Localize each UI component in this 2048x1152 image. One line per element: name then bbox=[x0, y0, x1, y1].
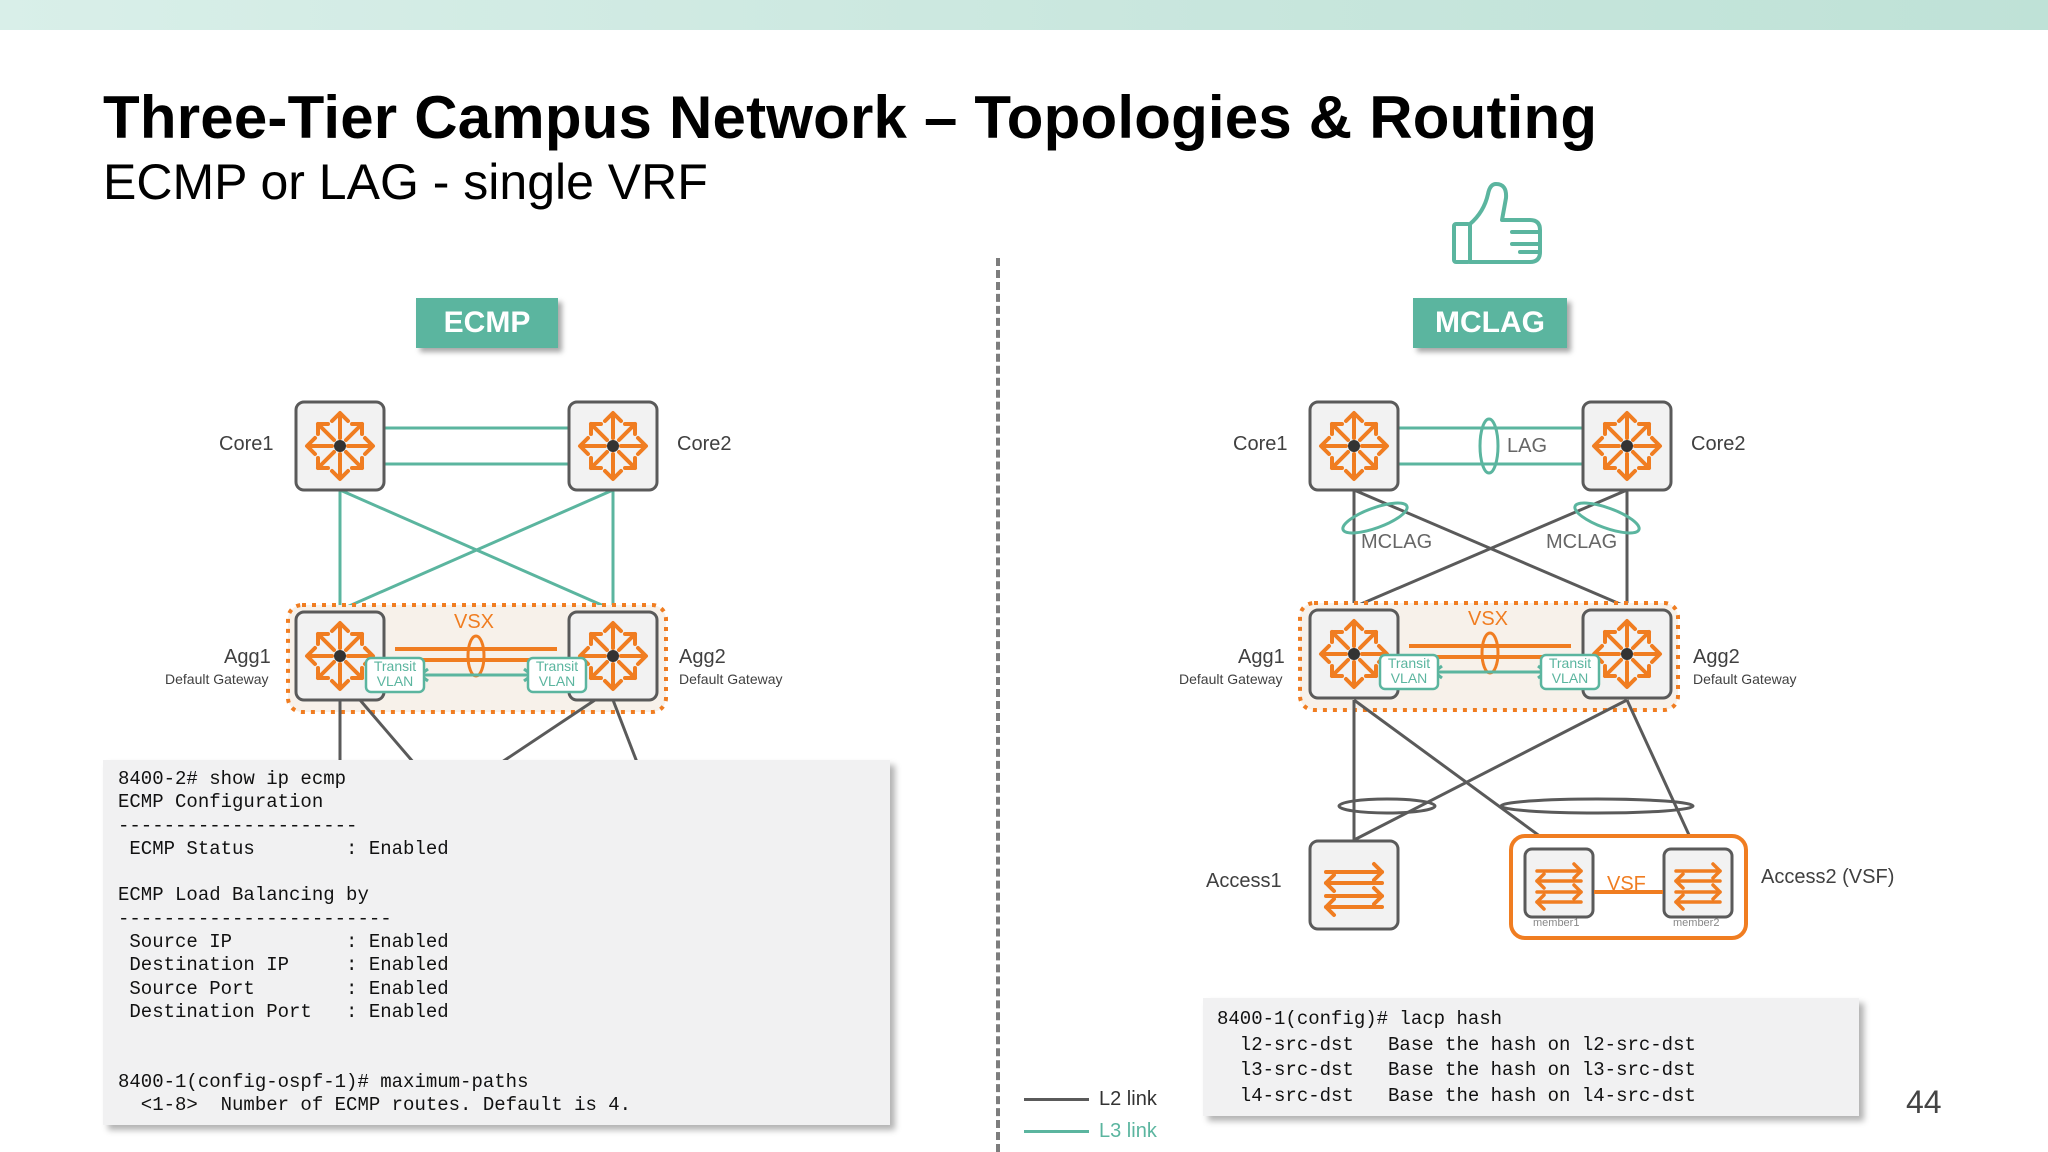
core2-router-icon bbox=[1581, 400, 1673, 492]
mclag-agg1-gateway-label: Default Gateway bbox=[1179, 671, 1283, 687]
mclag-agg1-label: Agg1 bbox=[1238, 646, 1285, 668]
vlan-label: VLAN bbox=[1551, 670, 1589, 686]
ecmp-agg1-label: Agg1 bbox=[224, 646, 271, 668]
core1-router-icon bbox=[1308, 400, 1400, 492]
cli-line: Destination Port : Enabled bbox=[118, 1000, 449, 1023]
cli-line: <1-8> Number of ECMP routes. Default is … bbox=[118, 1094, 632, 1117]
mclag-label-right: MCLAG bbox=[1546, 531, 1618, 553]
vlan-label: VLAN bbox=[1390, 670, 1428, 686]
legend-l3: L3 link bbox=[1024, 1120, 1157, 1143]
ecmp-vsx-label: VSX bbox=[454, 611, 495, 633]
access2-member2-switch-icon bbox=[1662, 847, 1734, 919]
member1-label: member1 bbox=[1533, 917, 1580, 929]
top-accent-bar bbox=[0, 0, 2048, 30]
cli-line: Destination IP : Enabled bbox=[118, 954, 449, 977]
vlan-label: VLAN bbox=[376, 673, 414, 689]
lacp-cli-output: 8400-1(config)# lacp hash l2-src-dst Bas… bbox=[1203, 998, 1859, 1116]
slide-subtitle: ECMP or LAG - single VRF bbox=[103, 154, 708, 210]
legend-l3-label: L3 link bbox=[1099, 1120, 1157, 1142]
cli-line bbox=[118, 1048, 890, 1071]
transit-label: Transit bbox=[535, 658, 579, 674]
cli-line: ECMP Load Balancing by bbox=[118, 884, 369, 907]
cli-line: l3-src-dst Base the hash on l3-src-dst bbox=[1217, 1059, 1696, 1081]
section-divider bbox=[996, 258, 1000, 1152]
cli-line: ECMP Status : Enabled bbox=[118, 837, 449, 860]
cli-line: 8400-2# show ip ecmp bbox=[118, 768, 347, 790]
member2-label: member2 bbox=[1673, 917, 1720, 929]
transit-label: Transit bbox=[1548, 655, 1592, 671]
core2-router-icon bbox=[567, 400, 659, 492]
ecmp-diagram bbox=[286, 400, 668, 772]
vlan-label: VLAN bbox=[538, 673, 576, 689]
mclag-agg2-gateway-label: Default Gateway bbox=[1693, 671, 1797, 687]
mclag-diagram bbox=[1298, 400, 1748, 940]
legend-l2: L2 link bbox=[1024, 1088, 1157, 1111]
cli-line: Source IP : Enabled bbox=[118, 931, 449, 954]
cli-line: ECMP Configuration bbox=[118, 791, 324, 814]
mclag-agg2-label: Agg2 bbox=[1693, 646, 1740, 668]
legend-l2-label: L2 link bbox=[1099, 1088, 1157, 1110]
access1-switch-icon bbox=[1308, 839, 1400, 931]
core1-router-icon bbox=[294, 400, 386, 492]
cli-line: ------------------------ bbox=[118, 907, 392, 930]
page-number: 44 bbox=[1906, 1084, 1942, 1120]
transit-label: Transit bbox=[1387, 655, 1431, 671]
ecmp-core1-label: Core1 bbox=[219, 433, 274, 455]
cli-line: 8400-1(config)# lacp hash bbox=[1217, 1008, 1503, 1030]
transit-label: Transit bbox=[373, 658, 417, 674]
l2-swatch bbox=[1024, 1098, 1089, 1101]
access2-label: Access2 (VSF) bbox=[1761, 866, 1895, 888]
mclag-label-left: MCLAG bbox=[1361, 531, 1433, 553]
ecmp-core2-label: Core2 bbox=[677, 433, 732, 455]
ecmp-tag: ECMP bbox=[416, 298, 558, 348]
vsf-label: VSF bbox=[1607, 873, 1646, 895]
access2-member1-switch-icon bbox=[1523, 847, 1595, 919]
cli-line bbox=[118, 861, 890, 884]
cli-line: 8400-1(config-ospf-1)# maximum-paths bbox=[118, 1070, 529, 1093]
ecmp-agg1-gateway-label: Default Gateway bbox=[165, 671, 269, 687]
slide-title: Three-Tier Campus Network – Topologies &… bbox=[103, 84, 1598, 151]
cli-line: l2-src-dst Base the hash on l2-src-dst bbox=[1217, 1033, 1696, 1056]
l3-swatch bbox=[1024, 1130, 1089, 1133]
cli-line: --------------------- bbox=[118, 814, 358, 837]
cli-line: l4-src-dst Base the hash on l4-src-dst bbox=[1217, 1084, 1696, 1107]
cli-line bbox=[118, 1024, 890, 1047]
ecmp-agg2-gateway-label: Default Gateway bbox=[679, 671, 783, 687]
mclag-tag: MCLAG bbox=[1413, 298, 1567, 348]
cli-line: Source Port : Enabled bbox=[118, 977, 449, 1000]
mclag-core1-label: Core1 bbox=[1233, 433, 1288, 455]
lag-label: LAG bbox=[1507, 435, 1548, 457]
mclag-core2-label: Core2 bbox=[1691, 433, 1746, 455]
access1-label: Access1 bbox=[1206, 870, 1282, 892]
mclag-vsx-label: VSX bbox=[1468, 608, 1509, 630]
ecmp-agg2-label: Agg2 bbox=[679, 646, 726, 668]
thumbs-up-icon bbox=[1452, 182, 1542, 264]
